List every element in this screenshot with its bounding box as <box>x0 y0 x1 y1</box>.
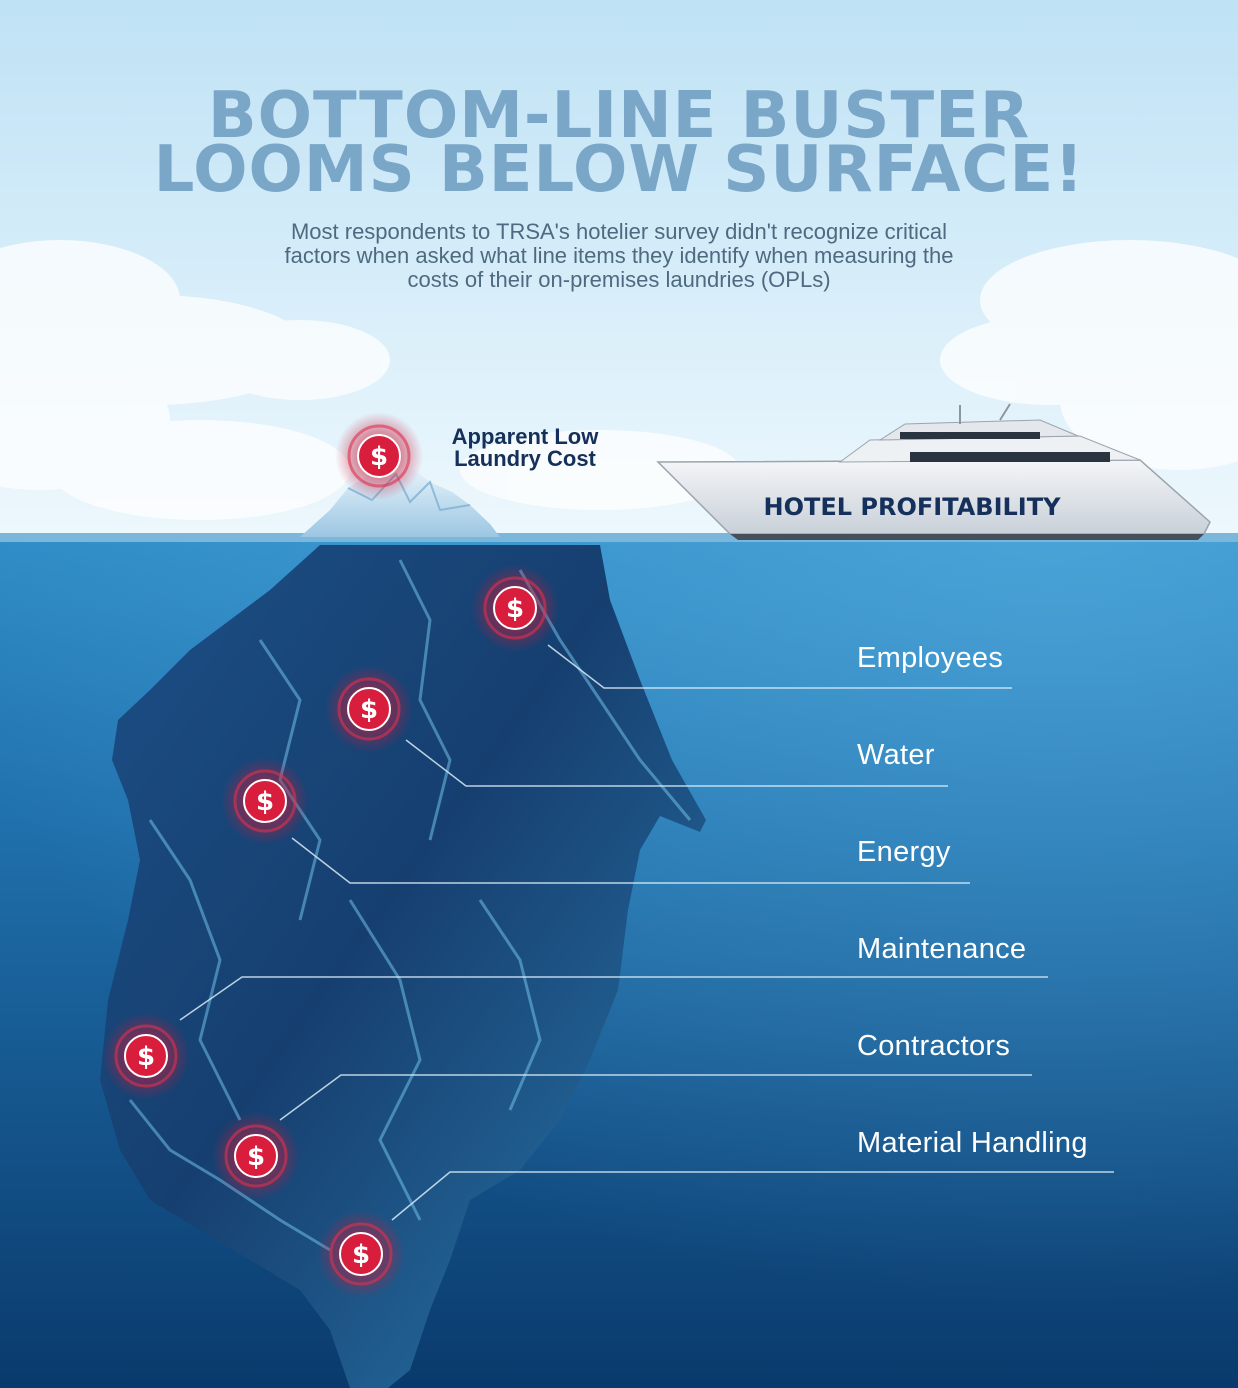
cost-label-employees: Employees <box>857 642 1004 674</box>
tip-label-line: Apparent Low <box>451 424 599 449</box>
dollar-sign: $ <box>360 695 378 725</box>
dollar-sign: $ <box>370 442 388 472</box>
dollar-marker-icon: $ <box>335 412 423 500</box>
page-title-line1: BOTTOM-LINE BUSTER <box>207 79 1031 153</box>
cost-label-maintenance: Maintenance <box>857 933 1027 965</box>
dollar-sign: $ <box>352 1240 370 1270</box>
dollar-marker-icon: $ <box>212 1112 300 1200</box>
dollar-sign: $ <box>256 787 274 817</box>
dollar-marker-icon: $ <box>325 665 413 753</box>
leader-line <box>179 976 1048 1021</box>
dollar-marker-icon: $ <box>317 1210 405 1298</box>
subtitle-line: Most respondents to TRSA's hotelier surv… <box>290 219 948 244</box>
cost-markers: $ $ $ $ $ $ $ <box>102 412 559 1298</box>
boat-label: HOTEL PROFITABILITY <box>764 493 1062 521</box>
leader-line <box>391 1171 1114 1221</box>
leader-line <box>547 644 1012 689</box>
subtitle: Most respondents to TRSA's hotelier surv… <box>200 220 1038 292</box>
dollar-sign: $ <box>247 1142 265 1172</box>
dollar-sign: $ <box>137 1042 155 1072</box>
cost-label-contractors: Contractors <box>857 1030 1011 1062</box>
yacht-icon: HOTEL PROFITABILITY <box>656 403 1211 540</box>
leader-line <box>279 1074 1032 1121</box>
cost-label-energy: Energy <box>857 836 951 868</box>
leader-lines <box>179 644 1114 1221</box>
waterline <box>0 533 1238 542</box>
subtitle-line: costs of their on-premises laundries (OP… <box>407 267 831 292</box>
dollar-marker-icon: $ <box>471 564 559 652</box>
leader-line <box>291 837 970 884</box>
tip-label: Apparent Low Laundry Cost <box>430 426 620 470</box>
page-title-line2: LOOMS BELOW SURFACE! <box>153 133 1085 207</box>
subtitle-line: factors when asked what line items they … <box>284 243 954 268</box>
tip-label-line: Laundry Cost <box>454 446 596 471</box>
dollar-marker-icon: $ <box>102 1012 190 1100</box>
clouds <box>0 240 1238 520</box>
iceberg-tip <box>300 468 500 537</box>
dollar-marker-icon: $ <box>221 757 309 845</box>
cost-label-material-handling: Material Handling <box>857 1127 1088 1159</box>
dollar-sign: $ <box>506 594 524 624</box>
cost-label-water: Water <box>857 739 935 771</box>
leader-line <box>405 739 948 787</box>
